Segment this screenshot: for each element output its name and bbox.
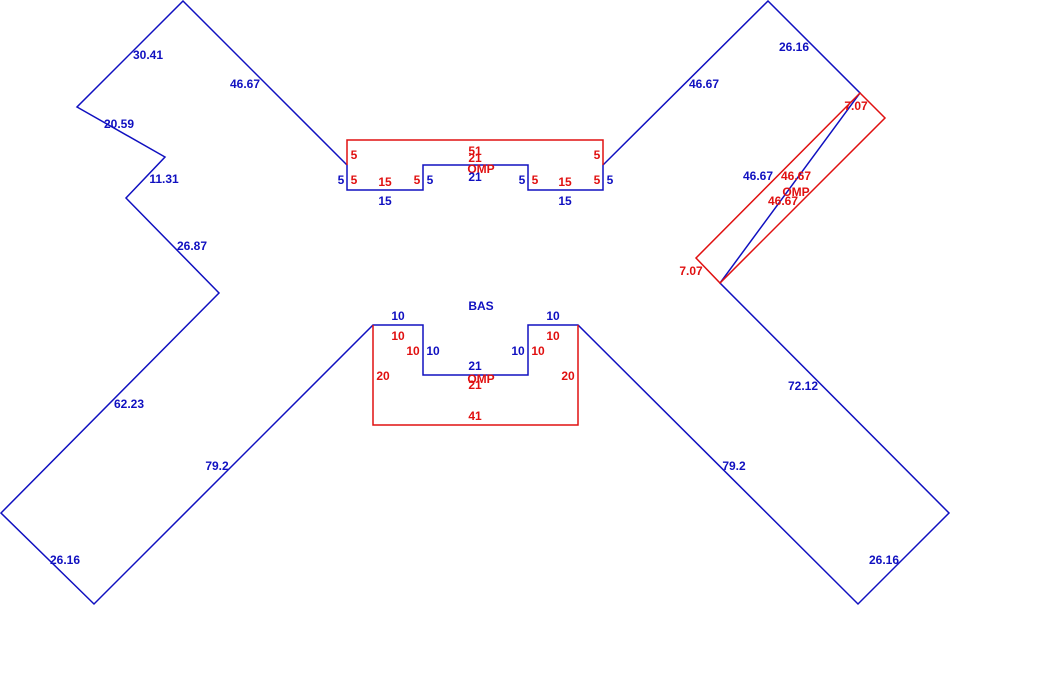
dim-bottom-notch-right-top: 10 [546,309,560,323]
dim-right-addition-top-end: 7.07 [844,99,868,113]
dim-top-addition-right-lower: 5 [594,173,601,187]
dim-left-lower-outer: 62.23 [114,397,144,411]
dim-bottom-addition-right-side: 20 [561,369,575,383]
dim-top-addition-right-inner: 5 [532,173,539,187]
dim-top-addition-right-bottom: 15 [558,175,572,189]
dim-top-addition-top: 51 [468,144,482,158]
dim-top-notch-right-inner: 5 [519,173,526,187]
base-outline [0,0,951,606]
dim-top-addition-left-lower: 5 [351,173,358,187]
dim-right-addition-bottom-end: 7.07 [679,264,703,278]
dim-left-lower-inner: 79.2 [205,459,229,473]
dim-top-addition-left-inner: 5 [414,173,421,187]
dim-right-middle: 46.67 [743,169,773,183]
dim-left-bottom: 26.16 [50,553,80,567]
dim-right-top-outer: 26.16 [779,40,809,54]
dim-bottom-addition-left-side: 20 [376,369,390,383]
dim-left-notch-bottom: 11.31 [149,172,179,186]
dim-bottom-notch-left-inner: 10 [426,344,440,358]
dim-top-notch-center: 21 [468,170,482,184]
dim-left-top-outer: 30.41 [133,48,163,62]
dim-bottom-notch-center: 21 [468,359,482,373]
base-area-label: BAS [468,299,493,313]
dim-bottom-addition-bottom: 41 [468,409,482,423]
bottom-addition-area-label: OMP [467,372,494,386]
dim-right-top-inner: 46.67 [689,77,719,91]
dim-top-notch-right-bottom: 15 [558,194,572,208]
dim-right-lower-outer: 72.12 [788,379,818,393]
right-addition-outline [694,91,887,285]
dim-right-bottom: 26.16 [869,553,899,567]
dim-left-top-inner: 46.67 [230,77,260,91]
dim-top-addition-left-bottom: 15 [378,175,392,189]
dim-bottom-notch-left-top: 10 [391,309,405,323]
dim-left-middle: 26.87 [177,239,207,253]
dim-bottom-addition-right-inner: 10 [531,344,545,358]
dim-top-notch-left-bottom: 15 [378,194,392,208]
dim-right-addition-long-inner: 46.67 [768,194,798,208]
dim-top-notch-left-side: 5 [338,173,345,187]
dim-left-notch-top: 20.59 [104,117,134,131]
top-addition-outline [346,139,604,165]
top-addition-area-label: OMP [467,162,494,176]
dim-top-addition-right-outer: 5 [594,148,601,162]
dim-bottom-addition-left-inner: 10 [406,344,420,358]
right-addition-area-label: OMP [782,185,809,199]
dim-right-lower-inner: 79.2 [722,459,746,473]
dim-top-addition-center: 21 [468,151,482,165]
dim-bottom-addition-center: 21 [468,378,482,392]
dim-bottom-notch-right-inner: 10 [511,344,525,358]
dim-bottom-addition-right-top: 10 [546,329,560,343]
dim-bottom-addition-left-top: 10 [391,329,405,343]
dim-top-addition-left-outer: 5 [351,148,358,162]
dim-top-notch-right-side: 5 [607,173,614,187]
bottom-addition-outline [372,325,579,426]
dim-right-addition-long-outer: 46.67 [781,169,811,183]
dim-top-notch-left-inner: 5 [427,173,434,187]
